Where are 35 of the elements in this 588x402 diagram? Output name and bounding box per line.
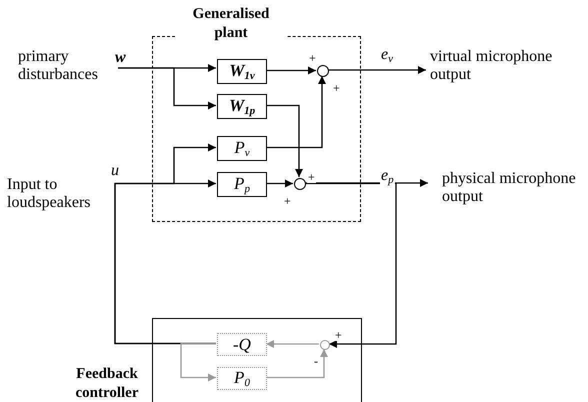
transfer-block [217,172,267,197]
summing-junction [320,340,330,350]
transfer-block [217,94,267,119]
output-label: physical microphone output [442,170,577,206]
signal-arrow [266,104,303,177]
signal-arrow [266,180,293,188]
output-label: virtual microphone output [430,48,554,84]
transfer-block [217,367,267,390]
sign-mark: + [283,195,292,207]
transfer-block [217,333,267,356]
signal-arrow [266,349,328,378]
sign-mark: + [308,52,317,64]
sign-mark: + [334,329,343,341]
block-symbol: W$_{1v}$ [229,61,255,82]
transfer-block [217,136,267,161]
block-symbol: -Q [233,334,251,354]
output-label: primary disturbances [18,48,99,84]
signal-arrow [266,66,316,74]
signal-arrow [118,67,216,110]
summing-junction [317,65,329,77]
transfer-block [217,59,267,84]
block-symbol: P$_{p}$ [234,174,250,195]
signal-arrow [305,182,397,348]
signal-arrow [114,180,216,344]
sign-mark: + [332,82,341,94]
block-symbol: P$_{v}$ [234,138,250,159]
summing-junction [294,178,306,190]
block-heading: Generalised plant [175,5,287,43]
block-symbol: W$_{1p}$ [228,96,256,117]
signal-arrow [180,342,216,382]
signal-arrow [328,66,426,74]
block-symbol: P$_{0}$ [234,368,250,389]
sign-mark: + [307,171,316,183]
signal-arrow [266,76,326,148]
signal-arrow [266,340,319,348]
